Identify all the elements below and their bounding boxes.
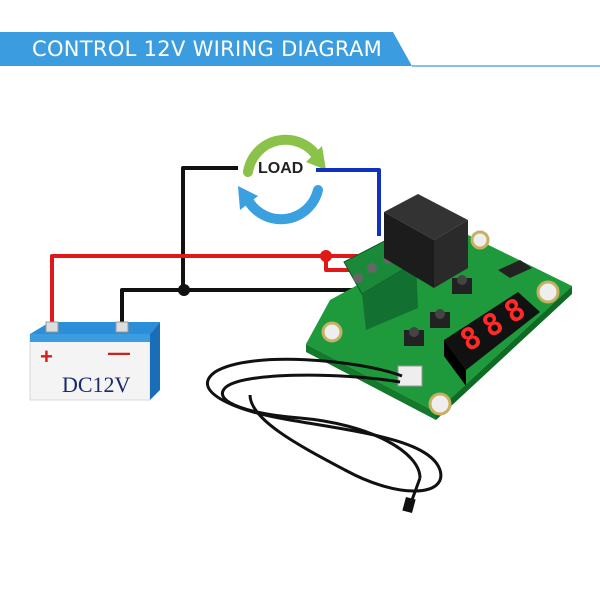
relay <box>384 194 468 288</box>
header-banner <box>0 32 412 66</box>
header-title: CONTROL 12V WIRING DIAGRAM <box>32 37 383 61</box>
load-return-wire <box>316 168 381 236</box>
battery-negative-sign: — <box>108 340 130 365</box>
thermostat-board <box>306 194 572 420</box>
load-cycle-icon <box>238 134 326 225</box>
positive-junction <box>320 250 332 262</box>
battery <box>29 321 160 401</box>
negative-wire <box>120 166 352 330</box>
temperature-probe-cable <box>206 357 443 501</box>
load-label: LOAD <box>258 160 303 177</box>
led-display <box>444 292 540 386</box>
probe-tip <box>402 496 416 514</box>
negative-junction <box>178 284 190 296</box>
battery-label: DC12V <box>62 372 131 397</box>
battery-positive-sign: + <box>40 344 53 369</box>
